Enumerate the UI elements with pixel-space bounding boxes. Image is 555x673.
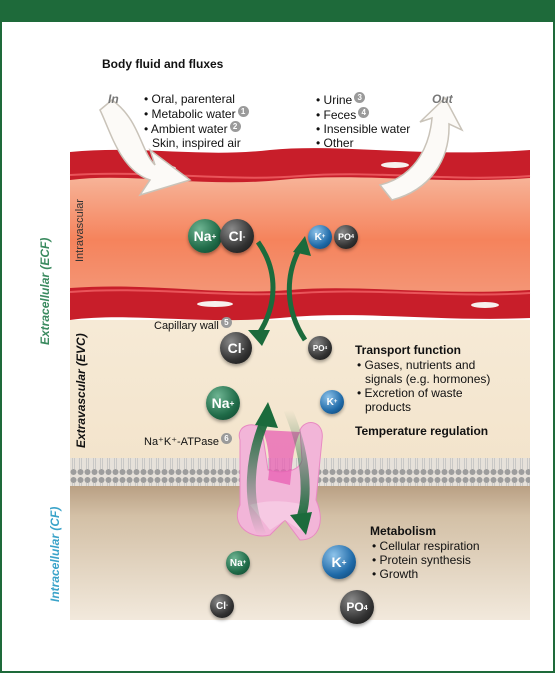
potassium-ion: K+ [308, 225, 332, 249]
chloride-ion: Cl- [210, 594, 234, 618]
note-badge: 2 [229, 121, 241, 132]
output-item-text: Other [323, 136, 354, 150]
input-item-continued: Skin, inspired air [144, 136, 249, 150]
transport-item-continued: products [357, 400, 490, 414]
ion-charge: + [229, 398, 235, 408]
transport-item: • Gases, nutrients and [357, 358, 476, 372]
evc-label: Extravascular (EVC) [74, 333, 88, 448]
ion-subscript: 4 [363, 602, 368, 612]
metabolism-item: • Protein synthesis [372, 553, 471, 567]
transport-item: • Excretion of waste [357, 386, 463, 400]
output-item: • Insensible water [316, 122, 411, 136]
ion-charge: + [333, 399, 338, 405]
intravascular-label: Intravascular [74, 199, 86, 262]
chloride-ion: Cl- [220, 219, 254, 253]
potassium-ion: K+ [322, 545, 356, 579]
note-badge: 3 [354, 92, 366, 103]
potassium-ion: K+ [320, 390, 344, 414]
input-item-text: Ambient water [150, 122, 228, 136]
transport-item-continued: signals (e.g. hormones) [357, 372, 490, 386]
sodium-ion: Na+ [206, 386, 240, 420]
ion-symbol: Cl [228, 228, 243, 244]
ecf-label: Extracellular (ECF) [38, 237, 52, 345]
note-badge: 6 [221, 433, 232, 444]
transport-item-text: Excretion of waste [364, 386, 463, 400]
note-badge: 5 [220, 317, 232, 328]
metabolism-title: Metabolism [370, 524, 437, 538]
temperature-label: Temperature regulation [355, 424, 489, 438]
input-item-text: Skin, inspired air [152, 136, 241, 150]
ion-subscript: 4 [324, 345, 328, 351]
chloride-ion: Cl- [220, 332, 252, 364]
diagram-title: Body fluid and fluxes [102, 57, 224, 71]
transport-list: • Gases, nutrients and signals (e.g. hor… [357, 358, 490, 414]
ion-charge: - [226, 603, 228, 609]
ion-symbol: K [331, 554, 342, 570]
metabolism-item: • Cellular respiration [372, 539, 480, 553]
sodium-ion: Na+ [188, 219, 222, 253]
top-bar [0, 0, 555, 22]
ion-charge: + [211, 231, 217, 241]
note-badge: 1 [237, 106, 249, 117]
ion-subscript: 4 [351, 234, 354, 240]
input-item: • Oral, parenteral [144, 92, 235, 106]
ion-symbol: K [326, 396, 334, 408]
transport-item-text: Gases, nutrients and [364, 358, 476, 372]
ion-symbol: PO [346, 600, 364, 614]
metabolism-item-text: Cellular respiration [379, 539, 480, 553]
metabolism-list: • Cellular respiration • Protein synthes… [372, 539, 480, 581]
ion-symbol: PO [337, 232, 351, 242]
ion-charge: + [321, 234, 326, 240]
ion-symbol: K [314, 231, 322, 243]
transport-title: Transport function [355, 343, 461, 357]
capillary-wall-text: Capillary wall [154, 320, 219, 332]
ion-symbol: Na [193, 228, 212, 244]
ion-symbol: Na [211, 395, 230, 411]
ion-symbol: Na [229, 557, 243, 569]
ion-symbol: Cl [227, 340, 242, 356]
icf-label: Intracellular (CF) [48, 506, 62, 602]
input-item-text: Oral, parenteral [151, 92, 235, 106]
ion-symbol: Cl [216, 600, 226, 612]
metabolism-item-text: Protein synthesis [379, 553, 471, 567]
out-label: Out [432, 92, 453, 106]
in-label: In [108, 92, 119, 106]
ion-charge: - [242, 231, 246, 241]
atpase-text: Na⁺K⁺-ATPase [144, 436, 219, 448]
output-item-text: Insensible water [323, 122, 411, 136]
ion-charge: - [241, 343, 245, 353]
input-item-text: Metabolic water [151, 107, 236, 121]
note-badge: 4 [358, 107, 370, 118]
ion-charge: + [242, 560, 247, 566]
output-item-text: Urine [323, 93, 353, 107]
output-item-text: Feces [323, 108, 357, 122]
transport-item-text: products [365, 400, 412, 414]
transport-item-text: signals (e.g. hormones) [365, 372, 491, 386]
sodium-ion: Na+ [226, 551, 250, 575]
metabolism-item: • Growth [372, 567, 419, 581]
ion-charge: + [341, 557, 347, 567]
ion-symbol: PO [312, 343, 325, 353]
metabolism-item-text: Growth [379, 567, 419, 581]
output-item: • Other [316, 136, 354, 150]
